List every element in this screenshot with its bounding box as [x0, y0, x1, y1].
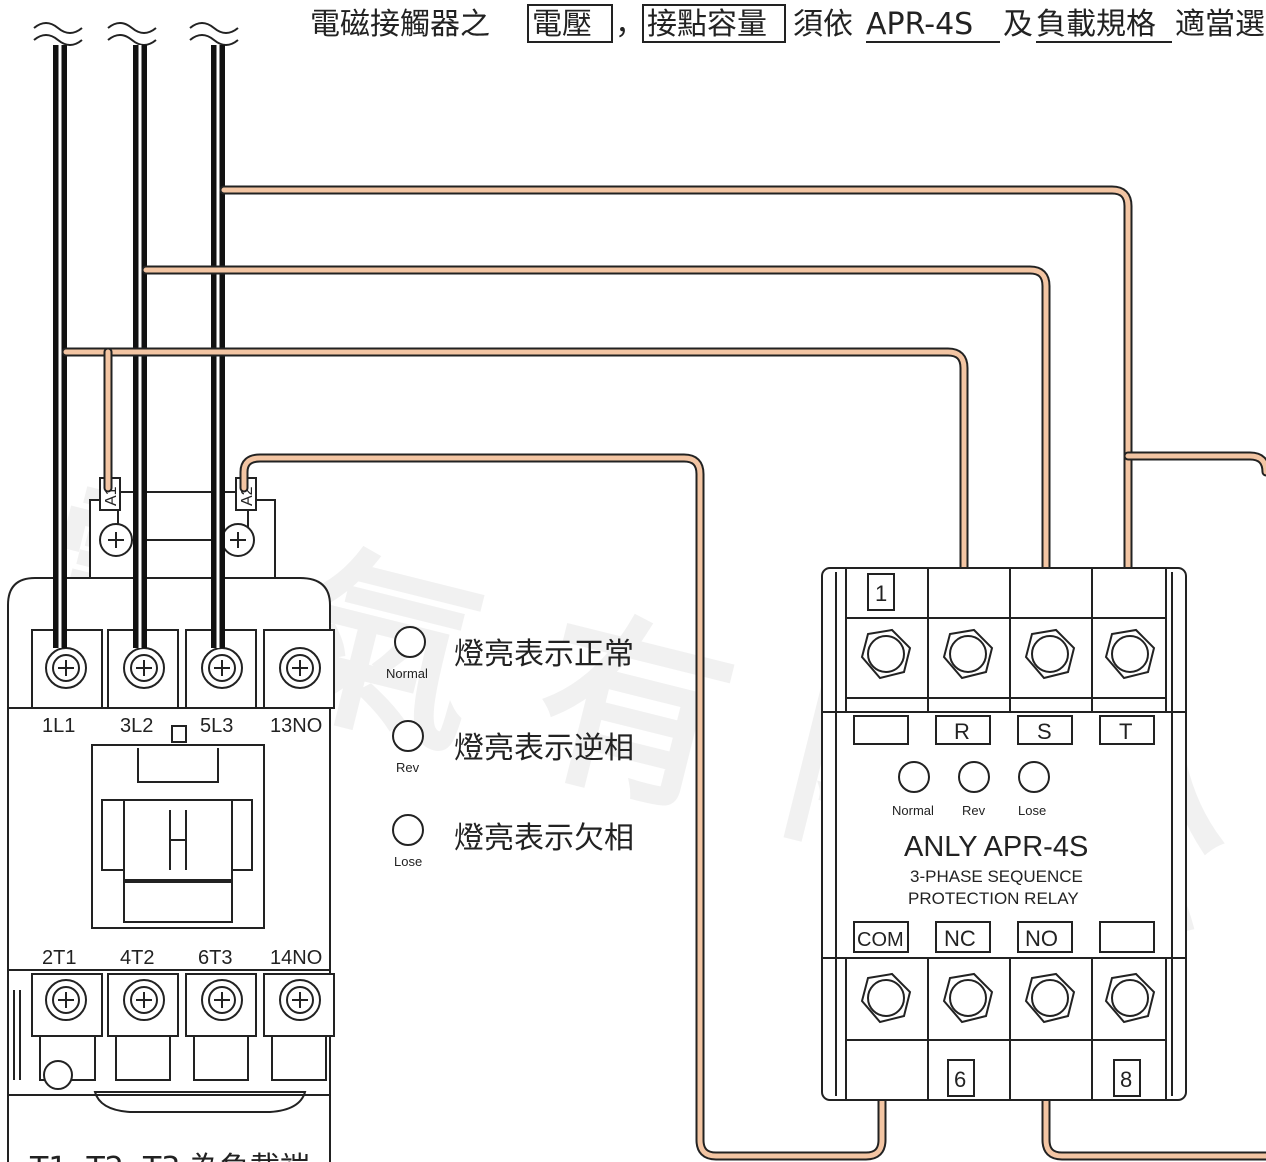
legend-tag-rev: Rev [396, 760, 420, 775]
relay-subtitle-1: 3-PHASE SEQUENCE [910, 867, 1083, 886]
legend-text-lose: 燈亮表示欠相 [454, 821, 634, 856]
relay-bottom-number-box-6 [947, 1059, 975, 1097]
relay-led-rev [958, 761, 990, 793]
ac-symbols [33, 22, 239, 46]
legend-text-rev: 燈亮表示逆相 [454, 731, 634, 766]
header-separator: ， [615, 7, 645, 42]
relay-led-lose [1018, 761, 1050, 793]
label-3l2: 3L2 [120, 715, 153, 737]
relay-bottom-hex-com [860, 972, 912, 1024]
relay-top-hex-s [1024, 628, 1076, 680]
relay-bottom-hex-nc [942, 972, 994, 1024]
relay-bottom-number-6: 6 [954, 1067, 966, 1092]
power-lines [53, 45, 225, 648]
relay-box-s [1017, 715, 1073, 745]
header-box-1 [527, 4, 613, 43]
legend-led-lose [392, 814, 424, 846]
label-1l1: 1L1 [42, 715, 75, 737]
relay-label-t: T [1119, 719, 1132, 744]
header-box-2-text: 接點容量 [647, 7, 767, 42]
relay-top-number-box [867, 573, 895, 611]
relay-subtitle-2: PROTECTION RELAY [908, 889, 1079, 908]
relay-label-no: NO [1025, 926, 1058, 951]
relay-top-hex-r [942, 628, 994, 680]
relay-bottom-hex-4 [1104, 972, 1156, 1024]
mounting-hole [43, 1060, 73, 1090]
relay-top-hex-t [1104, 628, 1156, 680]
relay-box-com [853, 921, 909, 953]
label-13no: 13NO [270, 715, 322, 737]
label-6t3: 6T3 [198, 947, 232, 969]
wire-l1-to-r [63, 349, 967, 643]
legend: Normal 燈亮表示正常 Rev 燈亮表示逆相 Lose 燈亮表示欠相 [386, 626, 634, 869]
relay-label-nc: NC [944, 926, 976, 951]
relay-led-label-rev: Rev [962, 803, 986, 818]
contactor-indicator [171, 725, 187, 743]
wire-l2-to-s [143, 267, 1049, 643]
contactor-mechanism [91, 744, 265, 929]
legend-tag-lose: Lose [394, 854, 422, 869]
bottom-terminals [31, 973, 335, 1090]
relay-label-s: S [1037, 719, 1052, 744]
legend-text-normal: 燈亮表示正常 [454, 637, 634, 672]
relay-box-nc [935, 921, 991, 953]
header-spec: 負載規格 [1036, 7, 1156, 42]
label-14no: 14NO [270, 947, 322, 969]
relay-box-no [1017, 921, 1073, 953]
legend-led-rev [392, 720, 424, 752]
header-text-2: 須依 [793, 7, 853, 42]
relay-blank-box-top [853, 715, 909, 745]
relay-label-r: R [954, 719, 970, 744]
relay-blank-box-bottom [1099, 921, 1155, 953]
header-box-2 [642, 4, 786, 43]
wire-a2-to-com [241, 455, 885, 1159]
relay-bottom-number-8: 8 [1120, 1067, 1132, 1092]
din-clip [93, 1091, 307, 1113]
header-text-4: 適當選 [1175, 7, 1265, 42]
label-4t2: 4T2 [120, 947, 154, 969]
relay-body [821, 567, 1187, 1101]
ac-symbol-l3 [189, 22, 239, 46]
header-text-3: 及 [1003, 7, 1033, 42]
footer-note: T1, T2, T3 為負載端 [29, 1151, 310, 1162]
top-terminals [31, 629, 335, 709]
label-2t1: 2T1 [42, 947, 76, 969]
relay-label-com: COM [857, 929, 904, 951]
header-text-1: 電磁接觸器之 [310, 7, 490, 42]
relay-box-t [1099, 715, 1155, 745]
relay-title: ANLY APR-4S [904, 831, 1088, 863]
label-5l3: 5L3 [200, 715, 233, 737]
wire-nc-out [1043, 997, 1266, 1159]
relay-top-hex-1 [860, 628, 912, 680]
wire-t-branch [1125, 453, 1266, 475]
control-wires [61, 185, 1266, 1161]
relay-led-label-lose: Lose [1018, 803, 1046, 818]
relay: 1 R S T Normal Rev Lose ANLY APR-4S 3-PH… [821, 567, 1187, 1101]
ac-symbol-l2 [107, 22, 157, 46]
header: 電磁接觸器之 電壓 ， 接點容量 須依 APR-4S 及 負載規格 適當選 [310, 4, 1265, 43]
relay-bottom-hex-no [1024, 972, 1076, 1024]
wire-l3-to-t [221, 187, 1131, 643]
header-box-1-text: 電壓 [532, 7, 592, 42]
relay-led-label-normal: Normal [892, 803, 934, 818]
relay-top-number: 1 [875, 581, 887, 606]
relay-bottom-number-box-8 [1113, 1059, 1141, 1097]
header-model: APR-4S [866, 7, 973, 42]
ac-symbol-l1 [33, 22, 83, 46]
legend-led-normal [394, 626, 426, 658]
relay-box-r [935, 715, 991, 745]
relay-led-normal [898, 761, 930, 793]
legend-tag-normal: Normal [386, 666, 428, 681]
